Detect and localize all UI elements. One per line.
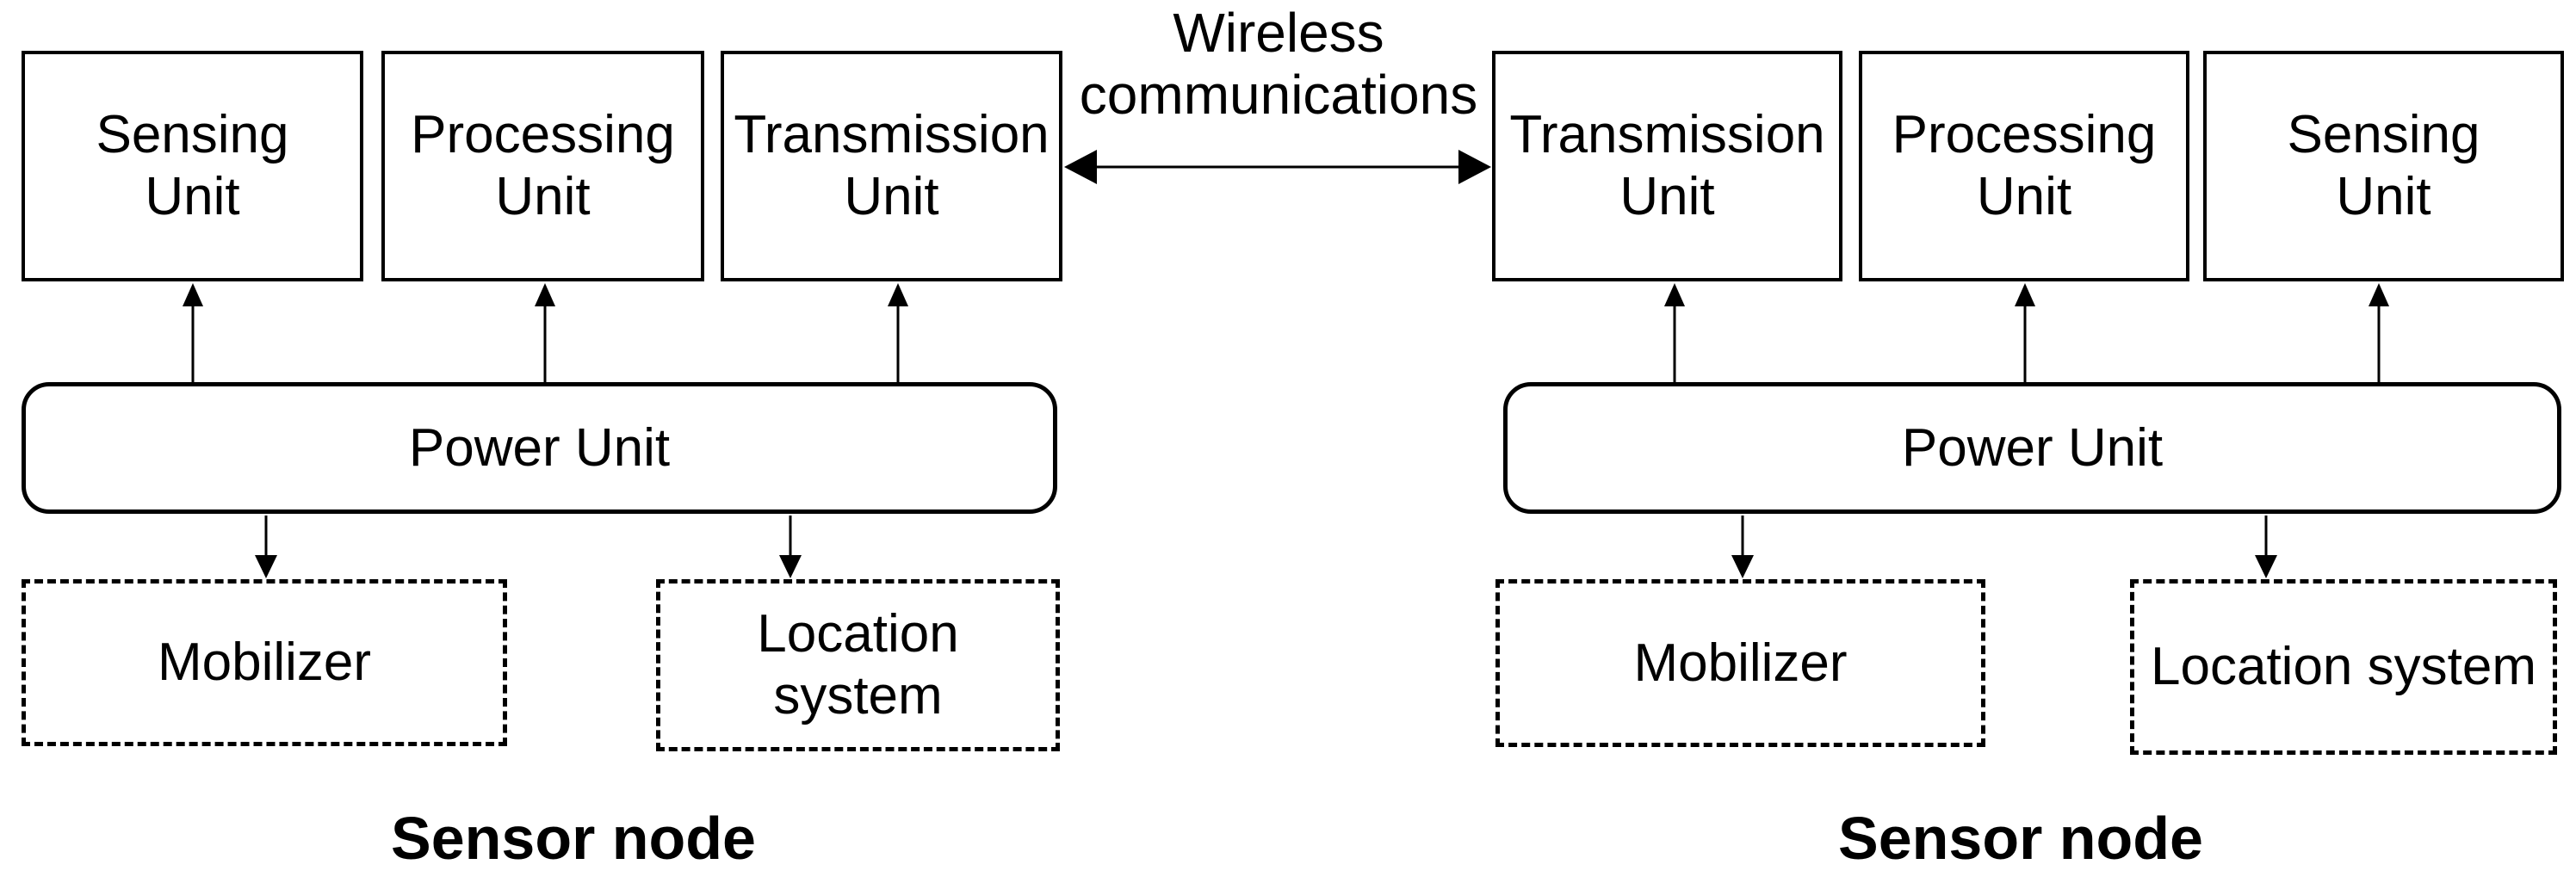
right-power-unit-box: Power Unit <box>1503 382 2561 514</box>
right-sensor-node-caption: Sensor node <box>1838 805 2203 872</box>
right-power-to-transmission-arrow <box>1664 283 1685 384</box>
left-power-unit-box: Power Unit <box>22 382 1057 514</box>
right-power-to-processing-arrow <box>2015 283 2035 384</box>
right-transmission-unit-label: Transmission Unit <box>1509 105 1825 226</box>
right-transmission-unit-box: Transmission Unit <box>1492 51 1842 281</box>
left-power-unit-label: Power Unit <box>408 417 671 478</box>
right-power-unit-label: Power Unit <box>1901 417 2164 478</box>
right-processing-unit-label: Processing Unit <box>1892 105 2157 226</box>
left-sensor-node-caption: Sensor node <box>391 805 756 872</box>
right-sensing-unit-box: Sensing Unit <box>2203 51 2564 281</box>
left-mobilizer-box: Mobilizer <box>22 579 507 746</box>
right-location-system-box: Location system <box>2130 579 2557 755</box>
left-sensing-unit-label: Sensing Unit <box>96 105 289 226</box>
left-power-to-location-arrow <box>779 516 802 578</box>
left-sensing-unit-box: Sensing Unit <box>22 51 363 281</box>
left-power-to-mobilizer-arrow <box>255 516 277 578</box>
left-power-to-sensing-arrow <box>183 283 203 384</box>
left-power-to-processing-arrow <box>535 283 555 384</box>
wireless-link-arrow <box>1064 150 1491 184</box>
right-sensing-unit-label: Sensing Unit <box>2287 105 2480 226</box>
right-power-to-mobilizer-arrow <box>1731 516 1754 578</box>
right-power-to-location-arrow <box>2255 516 2277 578</box>
left-transmission-unit-box: Transmission Unit <box>721 51 1062 281</box>
right-location-system-label: Location system <box>2151 637 2536 697</box>
right-power-to-sensing-arrow <box>2369 283 2389 384</box>
left-location-system-label: Location system <box>757 604 959 726</box>
right-mobilizer-label: Mobilizer <box>1633 633 1848 693</box>
left-transmission-unit-label: Transmission Unit <box>734 105 1050 226</box>
left-processing-unit-box: Processing Unit <box>381 51 704 281</box>
right-processing-unit-box: Processing Unit <box>1859 51 2189 281</box>
left-mobilizer-label: Mobilizer <box>157 633 372 693</box>
left-location-system-box: Location system <box>656 579 1060 751</box>
left-power-to-transmission-arrow <box>888 283 908 384</box>
wireless-communications-label: Wireless communications <box>1079 2 1478 127</box>
left-processing-unit-label: Processing Unit <box>411 105 675 226</box>
right-mobilizer-box: Mobilizer <box>1495 579 1985 747</box>
